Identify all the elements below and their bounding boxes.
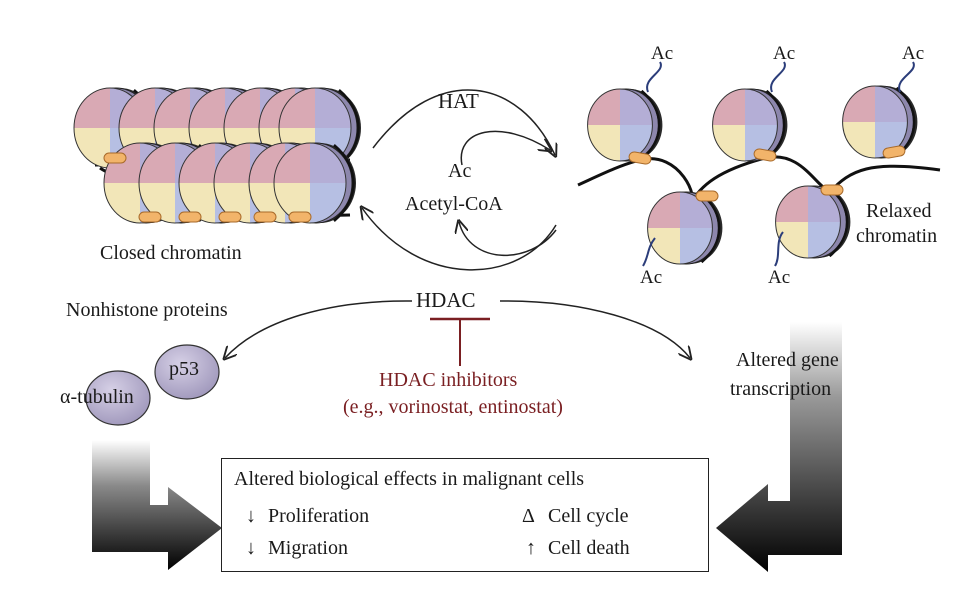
deacetylation-arrow [362,208,557,271]
alpha-tubulin-protein [85,370,151,426]
acetyl-tag-1: Ac [651,43,674,64]
acetyl-group-label: Ac [448,160,472,182]
relaxed-linker-3 [820,184,844,196]
nonhistone-proteins-label: Nonhistone proteins [66,299,228,321]
relaxed-linker-0 [628,151,652,165]
acetyl-tail-2 [898,61,915,93]
closed-linker-1 [178,211,202,223]
acetyl-tail-lower-1 [774,231,784,267]
hdac-to-proteins-arrow [225,300,413,358]
closed-linker-top [103,152,127,164]
right-large-arrow [716,322,842,572]
hat-label: HAT [438,89,479,113]
hdac-inhibitors-label: HDAC inhibitors [379,369,518,391]
acetyl-tag-4: Ac [640,267,663,288]
effect-symbol-cell-death: ↑ [526,537,536,559]
effect-symbol-cell-cycle: Δ [522,505,535,527]
p53-label: p53 [169,358,199,380]
closed-linker-3 [253,211,277,223]
biological-effects-box: Altered biological effects in malignant … [221,458,709,572]
acetyl-tail-lower-0 [642,237,656,267]
acetyl-coa-in-arrow [460,130,550,166]
effect-text-cell-cycle: Cell cycle [548,505,629,527]
acetyl-tag-2: Ac [773,43,796,64]
closed-linker-0 [138,211,162,223]
relaxed-nucleosome-top-2 [842,85,918,159]
closed-chromatin-label: Closed chromatin [100,242,242,264]
acetyl-tag-3: Ac [902,43,925,64]
relaxed-chromatin-label-line2: chromatin [856,225,938,247]
effect-text-cell-death: Cell death [548,537,630,559]
closed-linker-4 [288,211,312,223]
relaxed-nucleosome-bottom-0 [647,191,723,265]
left-large-arrow [92,440,222,570]
hdac-to-transcription-arrow [499,300,690,358]
p53-protein [154,344,220,400]
closed-linker-2 [218,211,242,223]
relaxed-nucleosome-top-0 [587,88,663,162]
hdac-label: HDAC [416,288,476,312]
effect-text-migration: Migration [268,537,348,559]
hat-arrow [372,89,555,155]
effect-symbol-migration: ↓ [246,537,256,559]
altered-gene-transcription-line2: transcription [730,378,832,400]
acetyl-tag-5: Ac [768,267,791,288]
hdac-inhibitor-examples: (e.g., vorinostat, entinostat) [343,396,563,418]
acetyl-tail-0 [646,61,662,93]
acetyl-coa-label: Acetyl-CoA [405,193,503,215]
relaxed-linker-1 [695,190,719,202]
ac-release-arrow [459,222,557,257]
relaxed-nucleosome-top-1 [712,88,788,162]
effect-text-proliferation: Proliferation [268,505,370,527]
relaxed-chromatin-label-line1: Relaxed [866,200,932,222]
inhibition-bar [430,317,490,366]
alpha-tubulin-label: α-tubulin [60,386,134,408]
effect-symbol-proliferation: ↓ [246,505,256,527]
closed-chromatin-nucleosomes [73,87,361,224]
relaxed-linker-4 [882,145,906,159]
relaxed-nucleosome-bottom-1 [775,185,851,259]
altered-gene-transcription-line1: Altered gene [736,349,839,371]
effects-box-title: Altered biological effects in malignant … [234,468,585,490]
relaxed-chromatin-nucleosomes [577,61,941,267]
acetyl-tail-1 [770,61,786,93]
relaxed-linker-2 [753,148,777,162]
